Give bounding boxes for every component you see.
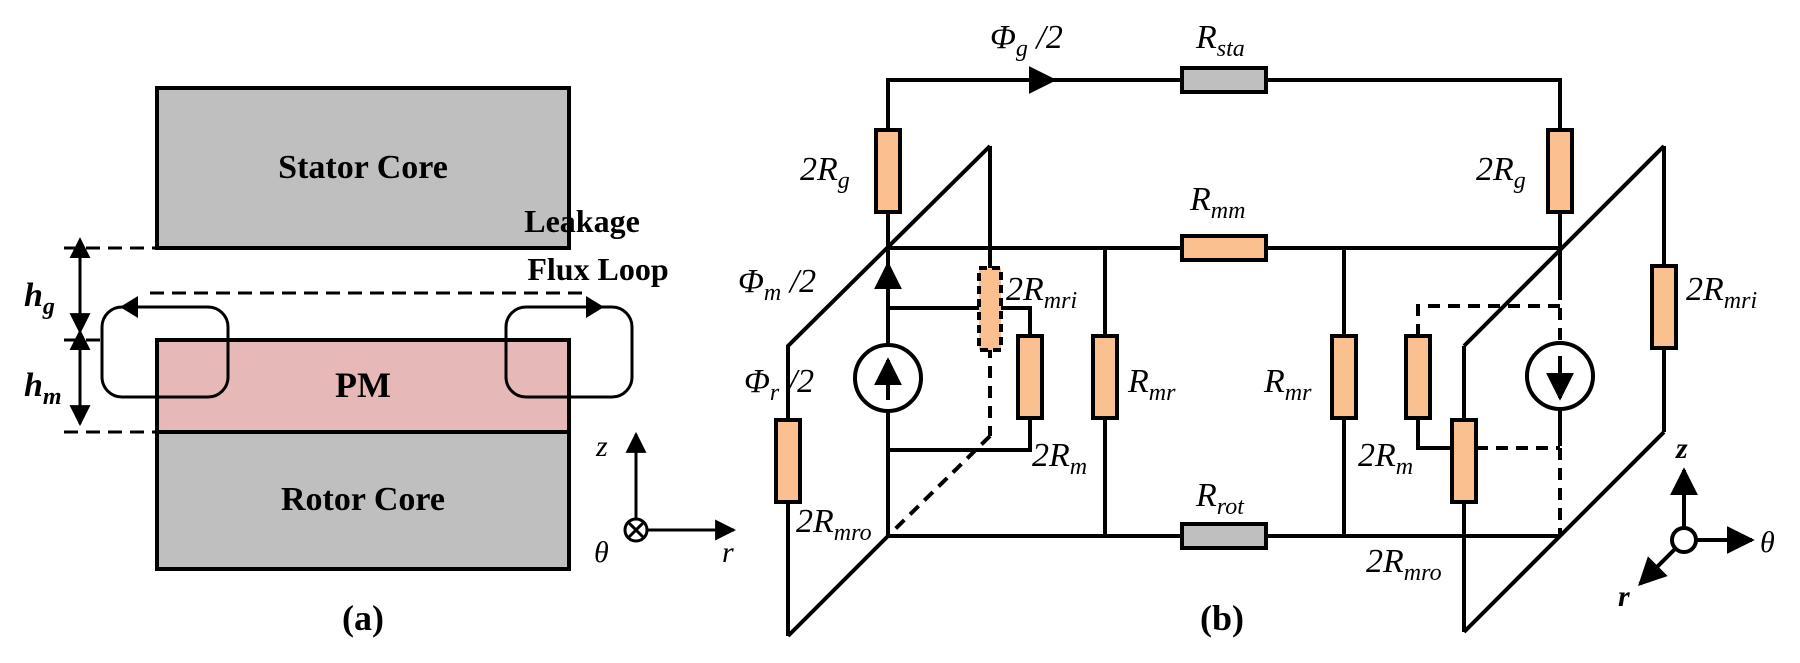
right-plane-diag-top (1462, 144, 1666, 348)
2rm-left-label: 2Rm (1032, 437, 1087, 480)
stator-core-block (155, 86, 571, 250)
resistor-rsta (1180, 66, 1268, 94)
axis-z-label-b: z (1675, 432, 1688, 465)
resistor-rmm (1180, 234, 1268, 262)
right-plane-bottom-diag (1462, 430, 1666, 634)
panel-b-labels: Φg /2 Rsta Rmm Rrot 2Rg 2Rg Φm /2 2Rmri … (738, 19, 1775, 638)
leakage-arrow-left (120, 296, 138, 318)
resistor-2rmro-left (774, 418, 802, 504)
2rmri-left-label: 2Rmri (1006, 271, 1077, 314)
2rg-left-label: 2Rg (800, 151, 850, 194)
wire-2rm-right (1416, 304, 1560, 336)
rmm-label: Rmm (1189, 181, 1245, 224)
resistor-2rm-right (1404, 334, 1432, 420)
axis-r-label-a: r (722, 536, 734, 569)
phi-m-label: Φm /2 (738, 263, 816, 306)
rotor-core-label: Rotor Core (281, 481, 445, 518)
resistor-rmr-right (1330, 334, 1358, 420)
2rmro-left-label: 2Rmro (796, 503, 872, 546)
hm-label: hm (24, 367, 62, 410)
left-plane-outline (786, 144, 992, 420)
axis-z-label-a: z (595, 430, 608, 463)
cross-stroke-2 (626, 520, 646, 540)
resistor-2rmri-right (1650, 264, 1678, 350)
2rmri-right-label: 2Rmri (1686, 271, 1757, 314)
phi-r-label: Φr /2 (744, 363, 814, 406)
rotor-core-block (155, 430, 571, 571)
leakage-loop-left (100, 305, 230, 399)
resistor-rrot (1180, 522, 1268, 550)
resistor-2rmro-right (1450, 418, 1478, 504)
resistor-2rg-right (1546, 128, 1574, 214)
2rg-right-label: 2Rg (1476, 151, 1526, 194)
resistor-rmr-left (1091, 334, 1119, 420)
wire-2rm-left (888, 306, 1032, 336)
axis-r-label-b: r (1618, 580, 1630, 613)
panel-b (774, 66, 1755, 638)
wire-2rm-right-bottom (1416, 418, 1464, 450)
rmr-right-label: Rmr (1263, 363, 1312, 406)
panel-a: Stator Core PM Rotor Core hg hm Leakage … (24, 86, 737, 638)
2rm-right-label: 2Rm (1358, 437, 1413, 480)
leakage-label-line1: Leakage (524, 203, 640, 239)
rsta-label: Rsta (1195, 19, 1245, 62)
left-plane-bottom-diag (786, 534, 890, 638)
phi-g-label: Φg /2 (990, 19, 1063, 62)
leakage-loop-right (504, 305, 634, 399)
axis-theta-label-a: θ (594, 536, 609, 569)
2rmro-right-label: 2Rmro (1366, 543, 1442, 586)
pm-label: PM (335, 365, 391, 405)
axis-theta-label-b: θ (1760, 526, 1775, 559)
leakage-label-line2: Flux Loop (527, 251, 668, 287)
axis-out-of-page-icon (1670, 526, 1698, 554)
resistor-2rg-left (874, 128, 902, 214)
rmr-left-label: Rmr (1127, 363, 1176, 406)
resistor-2rmri-left (977, 266, 1003, 352)
rrot-label: Rrot (1195, 477, 1245, 520)
stator-core-label: Stator Core (278, 149, 448, 186)
left-plane-dashed-diag (886, 434, 992, 538)
resistor-2rm-left (1016, 334, 1044, 420)
leakage-arrow-right (586, 296, 604, 318)
hg-label: hg (24, 277, 55, 320)
caption-a: (a) (342, 598, 384, 638)
caption-b: (b) (1200, 598, 1244, 638)
wire-2rm-left-bottom (888, 418, 1032, 452)
